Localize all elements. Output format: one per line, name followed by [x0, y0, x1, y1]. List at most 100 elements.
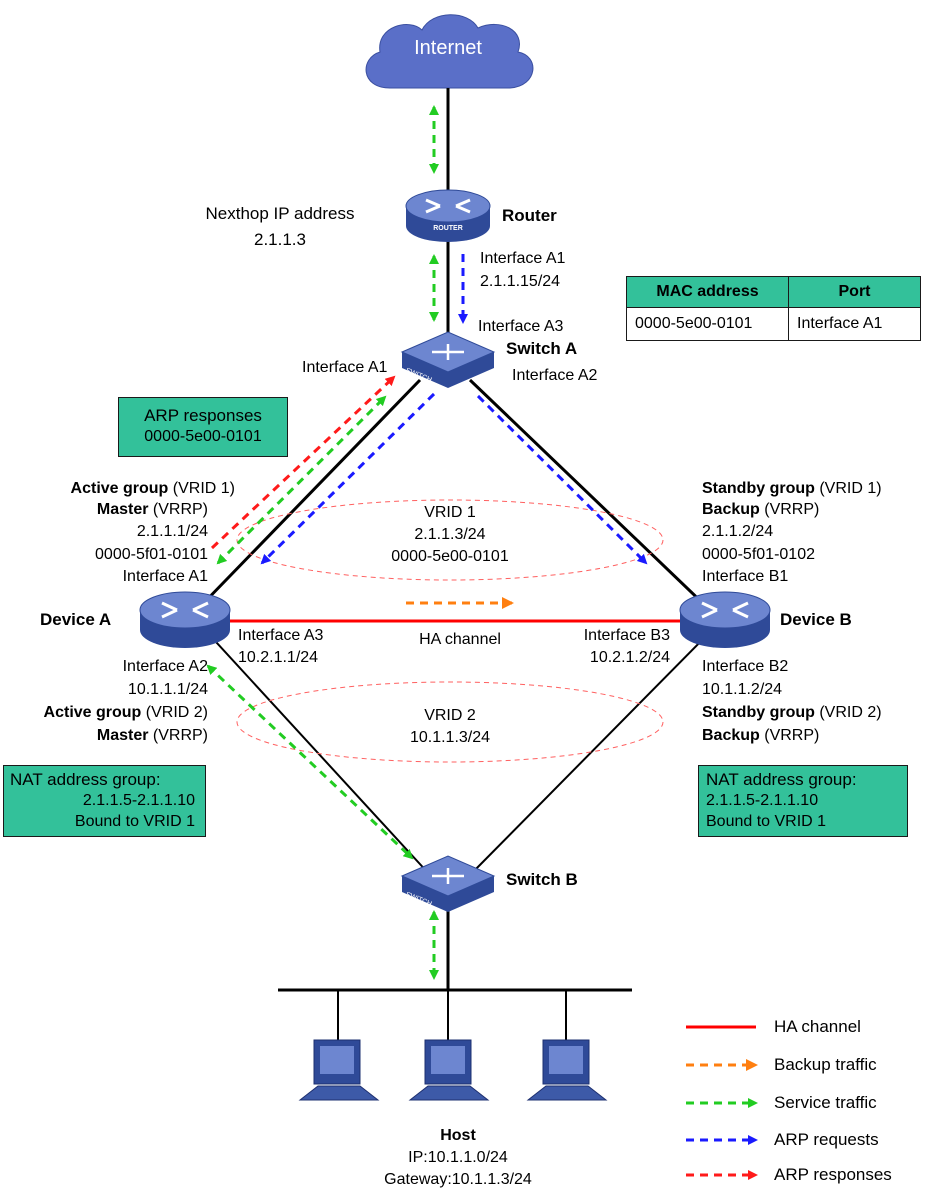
device-b-name: Device B	[780, 610, 852, 629]
switch-b-icon	[400, 855, 496, 912]
vrid1-title: VRID 1	[424, 504, 476, 521]
device-a-ip1: 2.1.1.1/24	[136, 523, 208, 540]
device-b-mac1: 0000-5f01-0102	[702, 546, 815, 563]
device-b-group2-suffix: (VRID 2)	[814, 704, 882, 721]
legend-arp-requests-label: ARP requests	[774, 1130, 879, 1149]
arp-box-title: ARP responses	[144, 406, 262, 425]
device-a-role2-name: Master	[96, 727, 149, 744]
switch-b-name: Switch B	[506, 870, 578, 889]
arp-request-arrow-device-b	[476, 394, 648, 565]
nat-a-title: NAT address group:	[10, 770, 161, 789]
nat-b-binding: Bound to VRID 1	[706, 813, 827, 830]
table-row: 0000-5e00-0101 Interface A1	[626, 307, 921, 341]
service-traffic-arrow-switch-b	[206, 664, 414, 860]
device-a-interface-a3: Interface A3	[238, 627, 324, 644]
host-pc-icon-1	[298, 1039, 380, 1101]
device-b-role1: Backup (VRRP)	[702, 500, 819, 520]
switch-a-interface-a2: Interface A2	[512, 367, 598, 384]
device-b-icon	[679, 591, 771, 648]
device-a-role1: Master (VRRP)	[0, 500, 208, 520]
device-b-group2-name: Standby group	[702, 704, 815, 721]
vrid1-mac: 0000-5e00-0101	[391, 548, 509, 565]
device-a-interface-a2: Interface A2	[122, 658, 208, 675]
ha-channel-label: HA channel	[419, 631, 501, 648]
device-a-icon	[139, 591, 231, 648]
device-a-role2-suffix: (VRRP)	[148, 727, 208, 744]
mac-table-header: MAC address Port	[626, 276, 921, 308]
host-pc-icon-3	[526, 1039, 608, 1101]
device-b-group1: Standby group (VRID 1)	[702, 479, 882, 499]
host-gateway: Gateway:10.1.1.3/24	[384, 1171, 532, 1188]
device-a-role1-name: Master	[96, 501, 149, 518]
device-b-role1-name: Backup	[702, 501, 760, 518]
host-ip: IP:10.1.1.0/24	[408, 1149, 508, 1166]
device-b-group1-suffix: (VRID 1)	[814, 480, 882, 497]
nat-a-range: 2.1.1.5-2.1.1.10	[82, 792, 195, 809]
switch-a-interface-a1: Interface A1	[302, 359, 388, 376]
service-traffic-arrow-device-a	[216, 395, 387, 565]
device-a-interface-a1: Interface A1	[122, 568, 208, 585]
switch-a-interface-a3: Interface A3	[478, 318, 564, 335]
link-device-b-switch-b	[469, 629, 713, 876]
legend	[686, 1025, 758, 1180]
host-name: Host	[440, 1127, 476, 1144]
nexthop-title: Nexthop IP address	[205, 204, 355, 223]
device-a-group1: Active group (VRID 1)	[0, 479, 235, 499]
mac-table-header-port: Port	[788, 276, 921, 308]
arp-box-mac: 0000-5e00-0101	[144, 428, 262, 445]
legend-backup-traffic-label: Backup traffic	[774, 1055, 877, 1074]
device-b-role2-name: Backup	[702, 727, 760, 744]
device-a-mac1: 0000-5f01-0101	[95, 546, 208, 563]
legend-ha-channel-label: HA channel	[774, 1017, 861, 1036]
arp-request-arrow-device-a	[260, 392, 436, 565]
device-a-role2: Master (VRRP)	[0, 726, 208, 746]
internet-cloud-icon	[365, 14, 534, 89]
device-b-ip2: 10.1.1.2/24	[702, 681, 783, 698]
device-b-interface-b1: Interface B1	[702, 568, 789, 585]
device-a-group2-name: Active group	[43, 704, 142, 721]
nat-b-range: 2.1.1.5-2.1.1.10	[706, 792, 819, 809]
device-b-interface-b3: Interface B3	[583, 627, 670, 644]
vrid1-ip: 2.1.1.3/24	[414, 526, 486, 543]
nat-a-binding: Bound to VRID 1	[74, 813, 195, 830]
device-a-role1-suffix: (VRRP)	[148, 501, 208, 518]
mac-address-table: MAC address Port 0000-5e00-0101 Interfac…	[626, 276, 921, 341]
mac-table-cell-mac: 0000-5e00-0101	[626, 307, 789, 341]
device-a-group1-name: Active group	[70, 480, 169, 497]
router-name: Router	[502, 206, 557, 225]
router-badge: ROUTER	[433, 225, 463, 232]
arp-responses-box: ARP responses 0000-5e00-0101	[118, 397, 288, 457]
internet-label: Internet	[414, 37, 482, 59]
device-a-ip3: 10.2.1.1/24	[238, 649, 319, 666]
vrid2-ip: 10.1.1.3/24	[409, 729, 491, 746]
router-interface-ip: 2.1.1.15/24	[480, 273, 561, 290]
device-a-group1-suffix: (VRID 1)	[168, 480, 235, 497]
vrid2-title: VRID 2	[424, 707, 476, 724]
mac-table-header-mac: MAC address	[626, 276, 789, 308]
router-icon	[405, 189, 491, 242]
device-a-name: Device A	[40, 610, 112, 629]
legend-arp-responses-label: ARP responses	[774, 1165, 892, 1184]
switch-a-name: Switch A	[506, 339, 578, 358]
legend-service-traffic-label: Service traffic	[774, 1093, 877, 1112]
device-b-role1-suffix: (VRRP)	[759, 501, 820, 518]
mac-table-cell-port: Interface A1	[788, 307, 921, 341]
router-interface-name: Interface A1	[480, 250, 566, 267]
link-switch-a-device-b	[468, 378, 714, 614]
nat-address-group-box-b: NAT address group: 2.1.1.5-2.1.1.10 Boun…	[698, 765, 908, 837]
device-b-ip1: 2.1.1.2/24	[702, 523, 774, 540]
device-b-role2: Backup (VRRP)	[702, 726, 819, 746]
nat-b-title: NAT address group:	[706, 770, 857, 789]
host-pc-icon-2	[408, 1039, 490, 1101]
device-b-group2: Standby group (VRID 2)	[702, 703, 882, 723]
device-b-group1-name: Standby group	[702, 480, 815, 497]
switch-a-icon	[400, 331, 496, 388]
device-b-role2-suffix: (VRRP)	[759, 727, 820, 744]
device-a-group2-suffix: (VRID 2)	[141, 704, 208, 721]
device-a-ip2: 10.1.1.1/24	[127, 681, 208, 698]
nexthop-ip: 2.1.1.3	[254, 230, 306, 249]
device-a-group2: Active group (VRID 2)	[0, 703, 208, 723]
device-b-interface-b2: Interface B2	[702, 658, 789, 675]
